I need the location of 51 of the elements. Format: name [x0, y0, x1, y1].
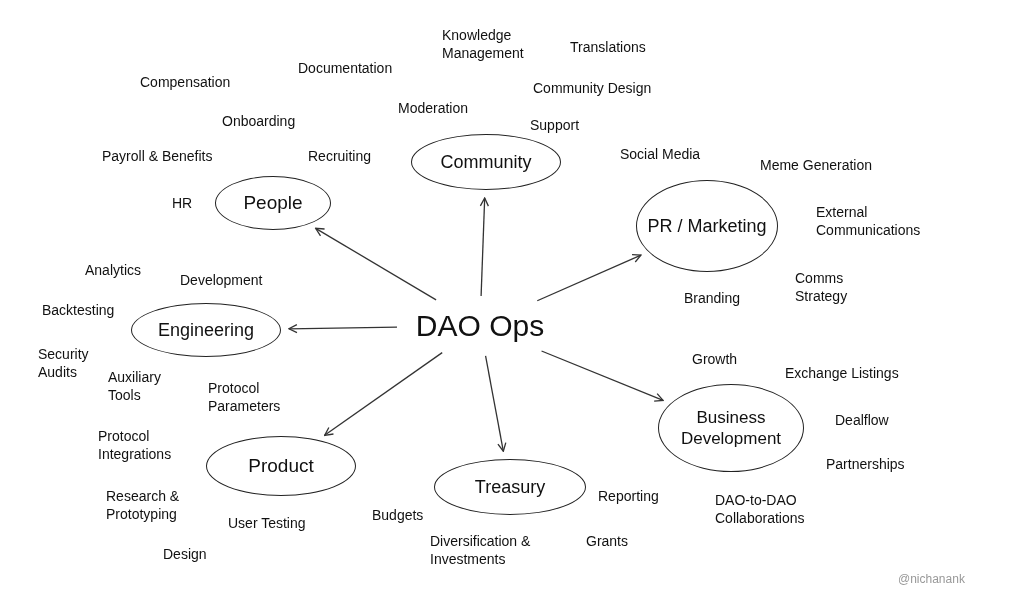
- topic-label: User Testing: [228, 514, 306, 533]
- topic-label: Design: [163, 545, 207, 564]
- central-title: DAO Ops: [415, 309, 545, 343]
- topic-label: Backtesting: [42, 301, 115, 320]
- arrow: [288, 324, 398, 334]
- category-label: Engineering: [157, 318, 255, 342]
- topic-label: HR: [172, 194, 193, 213]
- topic-label: Branding: [684, 289, 741, 308]
- arrow: [484, 355, 507, 452]
- topic-label: Documentation: [298, 59, 393, 78]
- topic-label: Compensation: [140, 73, 231, 92]
- topic-label: Social Media: [620, 145, 701, 164]
- arrow: [315, 227, 437, 301]
- category-label: Business Development: [679, 406, 783, 450]
- topic-label: Development: [180, 271, 263, 290]
- author-credit: @nichanank: [898, 572, 965, 586]
- category-label: PR / Marketing: [647, 214, 767, 238]
- topic-label: Payroll & Benefits: [102, 147, 213, 166]
- topic-label: Security Audits: [38, 345, 90, 382]
- topic-label: Budgets: [372, 506, 424, 525]
- topic-label: Community Design: [533, 79, 652, 98]
- topic-label: Analytics: [85, 261, 142, 280]
- topic-label: Protocol Integrations: [98, 427, 173, 464]
- topic-label: Exchange Listings: [785, 364, 899, 383]
- topic-label: Onboarding: [222, 112, 296, 131]
- topic-label: Moderation: [398, 99, 469, 118]
- topic-label: Reporting: [598, 487, 659, 506]
- topic-label: Knowledge Management: [442, 26, 525, 63]
- arrow: [540, 350, 664, 402]
- topic-label: Partnerships: [826, 455, 905, 474]
- arrow: [536, 254, 642, 302]
- topic-label: Meme Generation: [760, 156, 873, 175]
- category-label: People: [243, 191, 303, 215]
- topic-label: Support: [530, 116, 580, 135]
- topic-label: Auxiliary Tools: [108, 368, 162, 405]
- topic-label: External Communications: [816, 203, 922, 240]
- topic-label: Growth: [692, 350, 738, 369]
- topic-label: DAO-to-DAO Collaborations: [715, 491, 806, 528]
- category-label: Product: [248, 454, 314, 478]
- arrow: [323, 351, 443, 436]
- topic-label: Grants: [586, 532, 628, 551]
- topic-label: Recruiting: [308, 147, 372, 166]
- topic-label: Dealflow: [835, 411, 889, 430]
- arrow: [479, 197, 490, 297]
- topic-label: Protocol Parameters: [208, 379, 282, 416]
- topic-label: Research & Prototyping: [106, 487, 181, 524]
- category-label: Community: [440, 150, 532, 174]
- topic-label: Translations: [570, 38, 646, 57]
- topic-label: Diversification & Investments: [430, 532, 532, 569]
- topic-label: Comms Strategy: [795, 269, 849, 306]
- category-label: Treasury: [474, 475, 546, 499]
